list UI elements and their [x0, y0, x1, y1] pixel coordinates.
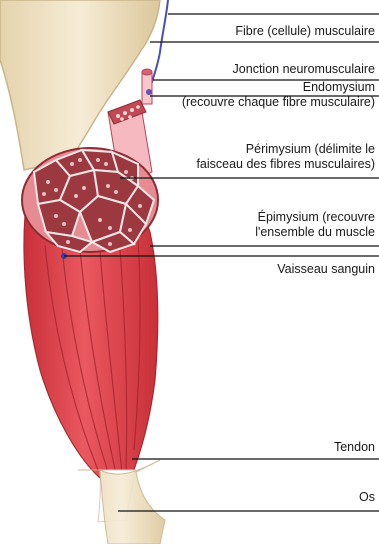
label-perimysium: Périmysium (délimite le faisceau des fib… [196, 142, 375, 172]
label-vaisseau: Vaisseau sanguin [277, 262, 375, 277]
label-fibre: Fibre (cellule) musculaire [235, 24, 375, 39]
label-epimysium: Épimysium (recouvre l'ensemble du muscle [255, 210, 375, 240]
label-tendon: Tendon [334, 440, 375, 455]
label-os: Os [359, 490, 375, 505]
label-jonction: Jonction neuromusculaire [233, 62, 375, 77]
label-endomysium: Endomysium (recouvre chaque fibre muscul… [182, 80, 375, 110]
muscle-fibre [142, 69, 152, 104]
